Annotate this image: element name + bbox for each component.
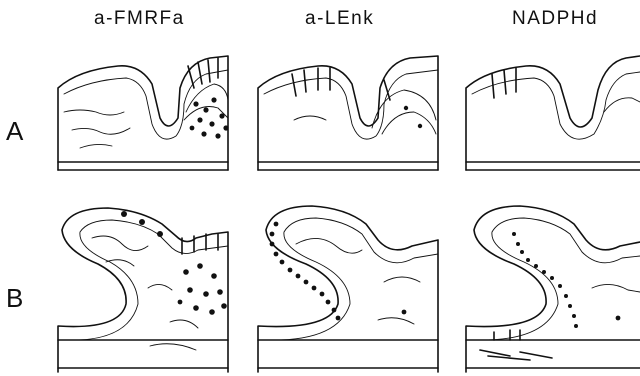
panel-b-lenk xyxy=(258,206,438,372)
panel-a-fmrfa xyxy=(58,56,229,170)
panel-a-lenk xyxy=(258,56,438,170)
labeled-cell-chain xyxy=(270,222,341,321)
panel-b-fmrfa xyxy=(58,208,228,372)
panel-a-nadphd xyxy=(466,56,640,170)
panel-b-nadphd xyxy=(466,206,640,372)
labeled-cell-chain xyxy=(512,232,578,328)
